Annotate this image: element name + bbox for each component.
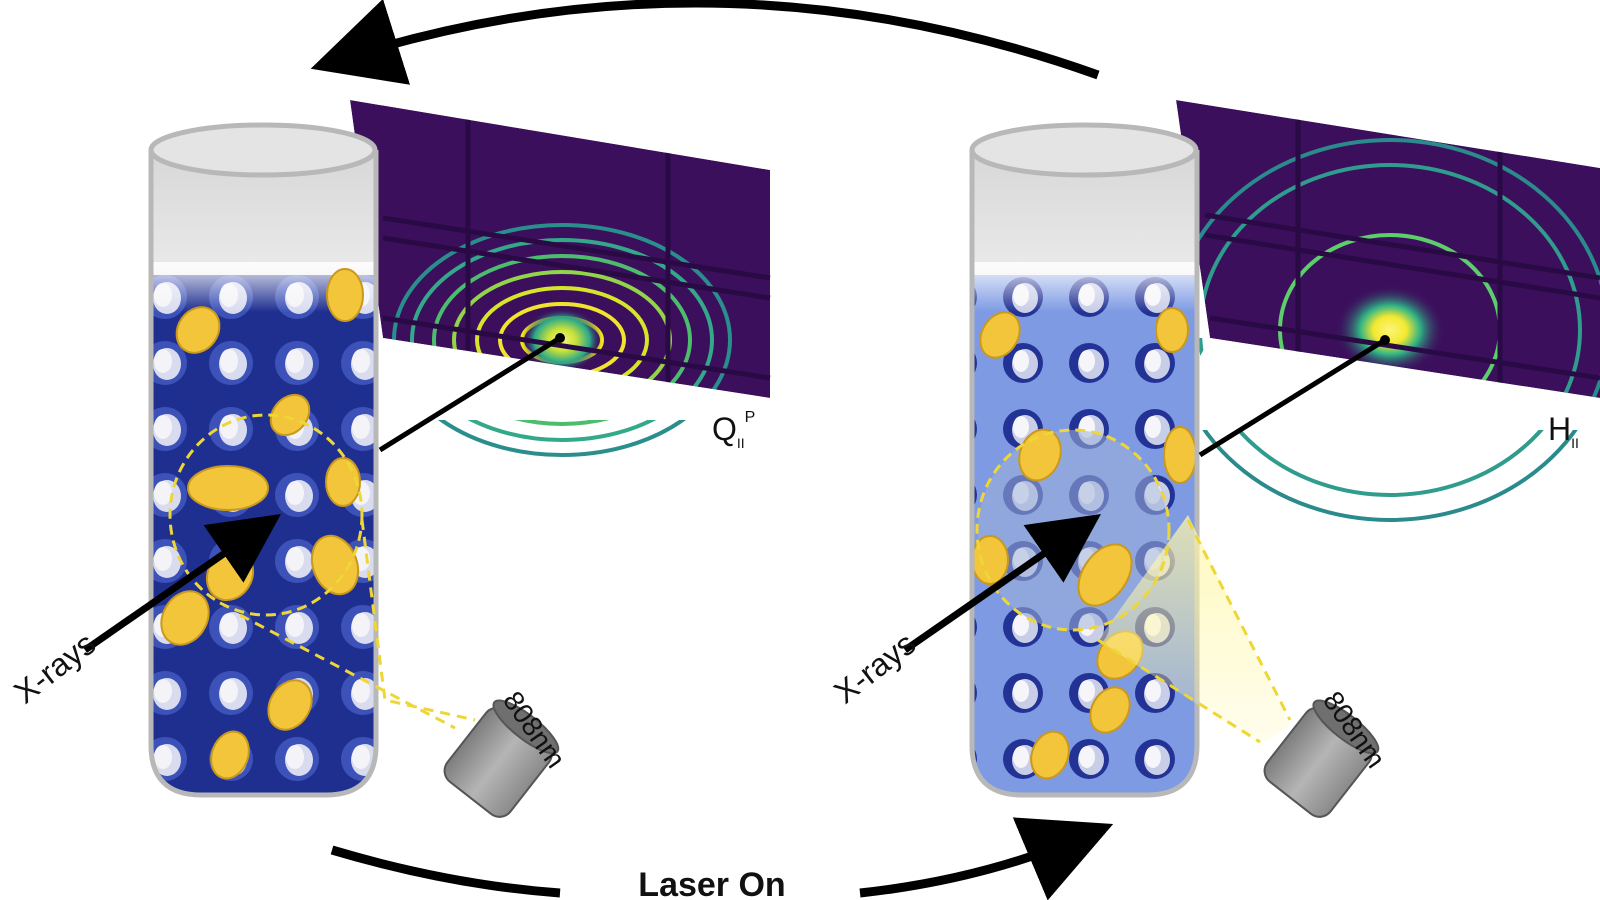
bottom-cycle-arrow-right: [859, 817, 1114, 900]
left-laser-emitter-icon: [443, 699, 560, 818]
right-laser-glow: [1098, 515, 1290, 745]
right-diffraction-pointer: [1198, 337, 1387, 458]
right-phase-label: HII: [1548, 411, 1579, 451]
left-laser-beam: [239, 519, 476, 730]
left-diffraction-pointer: [378, 335, 562, 453]
left-panel: QIIP: [7, 90, 780, 818]
right-xray-label: X-rays: [827, 625, 922, 710]
right-laser-beam: [1097, 519, 1292, 744]
right-panel: HII: [827, 80, 1600, 818]
left-detector: [340, 90, 780, 457]
right-laser-emitter-icon: [1263, 699, 1380, 818]
top-cycle-arrow: [310, 0, 1100, 85]
laser-on-label: Laser On: [638, 866, 785, 900]
bottom-cycle-arrow-left: [330, 845, 561, 898]
left-xray-arrow: [83, 514, 282, 653]
left-focus-circle: [168, 413, 364, 617]
right-detector: [1160, 80, 1600, 522]
left-sample-tube: [148, 122, 379, 798]
right-xray-arrow: [903, 514, 1102, 653]
left-phase-label: QIIP: [712, 409, 755, 451]
left-xray-label: X-rays: [7, 625, 102, 710]
right-focus-circle: [975, 428, 1171, 632]
